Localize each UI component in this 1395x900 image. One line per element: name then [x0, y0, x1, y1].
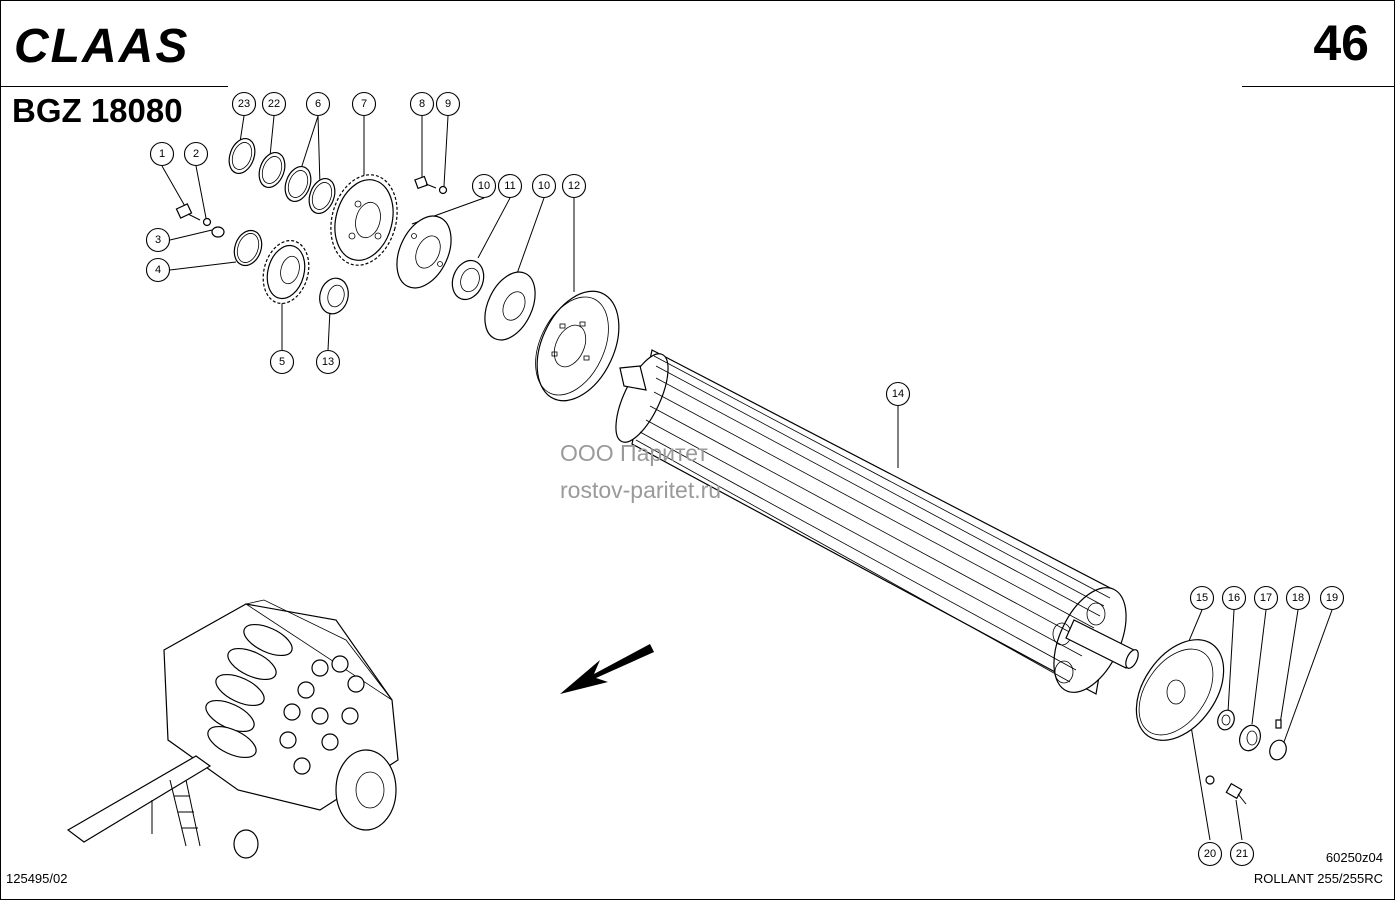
svg-text:10: 10 [478, 180, 490, 192]
bearing-part [451, 259, 485, 301]
callout-4: 4 [145, 257, 171, 283]
circlip-part [1269, 739, 1287, 761]
ring-part [258, 151, 286, 189]
callout-8: 8 [409, 91, 435, 117]
callout-1: 1 [149, 141, 175, 167]
callout-18: 18 [1285, 585, 1311, 611]
washer-part [202, 217, 212, 227]
footer-model: ROLLANT 255/255RC [1253, 871, 1383, 886]
end-disc-part [1135, 639, 1225, 741]
small-sprocket-part [262, 239, 310, 305]
large-gear-part [330, 174, 398, 266]
callout-17: 17 [1253, 585, 1279, 611]
footer-drawing-code: 60250z04 [1325, 850, 1383, 865]
svg-text:5: 5 [279, 356, 285, 368]
washer-part [1217, 709, 1235, 731]
svg-text:11: 11 [504, 180, 515, 192]
drawbar [66, 755, 212, 843]
jockey-wheel [233, 829, 259, 859]
svg-text:13: 13 [322, 356, 334, 368]
svg-text:19: 19 [1326, 592, 1338, 604]
wheel [335, 749, 397, 831]
claas-logo: CLAAS [14, 22, 189, 68]
right-end-parts [1135, 639, 1287, 805]
callout-23: 23 [231, 91, 257, 117]
callout-9: 9 [435, 91, 461, 117]
svg-text:2: 2 [193, 148, 199, 160]
svg-text:20: 20 [1204, 848, 1216, 860]
watermark-company: ООО Паритет [560, 440, 708, 466]
ring-part [284, 165, 312, 203]
bolt-part [175, 203, 201, 221]
callout-13: 13 [315, 349, 341, 375]
callout-2: 2 [183, 141, 209, 167]
svg-text:23: 23 [238, 98, 250, 110]
callout-20: 20 [1197, 841, 1223, 867]
callout-22: 22 [261, 91, 287, 117]
bolt-part [414, 175, 429, 190]
flange-plate-part [396, 215, 452, 289]
svg-text:22: 22 [268, 98, 280, 110]
svg-text:6: 6 [315, 98, 321, 110]
header-rule-right [1242, 86, 1394, 87]
svg-text:21: 21 [1236, 848, 1248, 860]
svg-text:4: 4 [155, 264, 161, 276]
svg-text:8: 8 [419, 98, 425, 110]
bolt-part [1225, 782, 1243, 800]
svg-text:17: 17 [1260, 592, 1272, 604]
washer-part [438, 185, 448, 195]
ladder [169, 779, 201, 847]
washer-part [211, 226, 225, 238]
svg-text:9: 9 [445, 98, 451, 110]
callout-19: 19 [1319, 585, 1345, 611]
bearing-part [319, 277, 349, 315]
washer-part [1205, 775, 1215, 785]
callout-7: 7 [351, 91, 377, 117]
gear-train-parts [175, 137, 620, 402]
roller-bank [205, 623, 365, 775]
callout-14: 14 [885, 381, 911, 407]
callout-bubbles: 1 2 3 4 5 6 7 8 9 10 11 10 12 13 14 15 1… [145, 91, 1345, 867]
callout-10: 10 [471, 173, 497, 199]
leader-lines [161, 115, 1333, 841]
svg-text:18: 18 [1292, 592, 1304, 604]
callout-12: 12 [561, 173, 587, 199]
footer-document-number: 125495/02 [6, 871, 68, 886]
svg-text:14: 14 [892, 388, 904, 400]
watermark-url: rostov-paritet.ru [560, 477, 722, 503]
roller-part [615, 349, 1139, 695]
flange-plate-part [484, 271, 536, 341]
brand-text: CLAAS [14, 22, 189, 68]
svg-text:10: 10 [538, 180, 550, 192]
end-disc-part [535, 290, 620, 402]
callout-5: 5 [269, 349, 295, 375]
header-rule-left [0, 86, 228, 87]
circlip-part [233, 229, 263, 267]
callout-15: 15 [1189, 585, 1215, 611]
callout-10-second: 10 [531, 173, 557, 199]
page-number: 46 [1313, 15, 1369, 71]
callout-11: 11 [497, 173, 523, 199]
pin-part [1275, 719, 1282, 729]
ring-part [308, 177, 336, 215]
svg-text:15: 15 [1196, 592, 1208, 604]
group-code: BGZ 18080 [12, 92, 183, 129]
svg-text:12: 12 [568, 180, 580, 192]
baler-thumbnail [66, 599, 399, 859]
svg-text:7: 7 [361, 98, 367, 110]
callout-6: 6 [305, 91, 331, 117]
callout-3: 3 [145, 227, 171, 253]
callout-16: 16 [1221, 585, 1247, 611]
callout-21: 21 [1229, 841, 1255, 867]
svg-text:3: 3 [155, 234, 161, 246]
svg-text:16: 16 [1228, 592, 1240, 604]
svg-text:1: 1 [159, 148, 165, 160]
bearing-part [1239, 724, 1261, 752]
ring-part [228, 137, 256, 175]
direction-arrow [560, 644, 654, 694]
